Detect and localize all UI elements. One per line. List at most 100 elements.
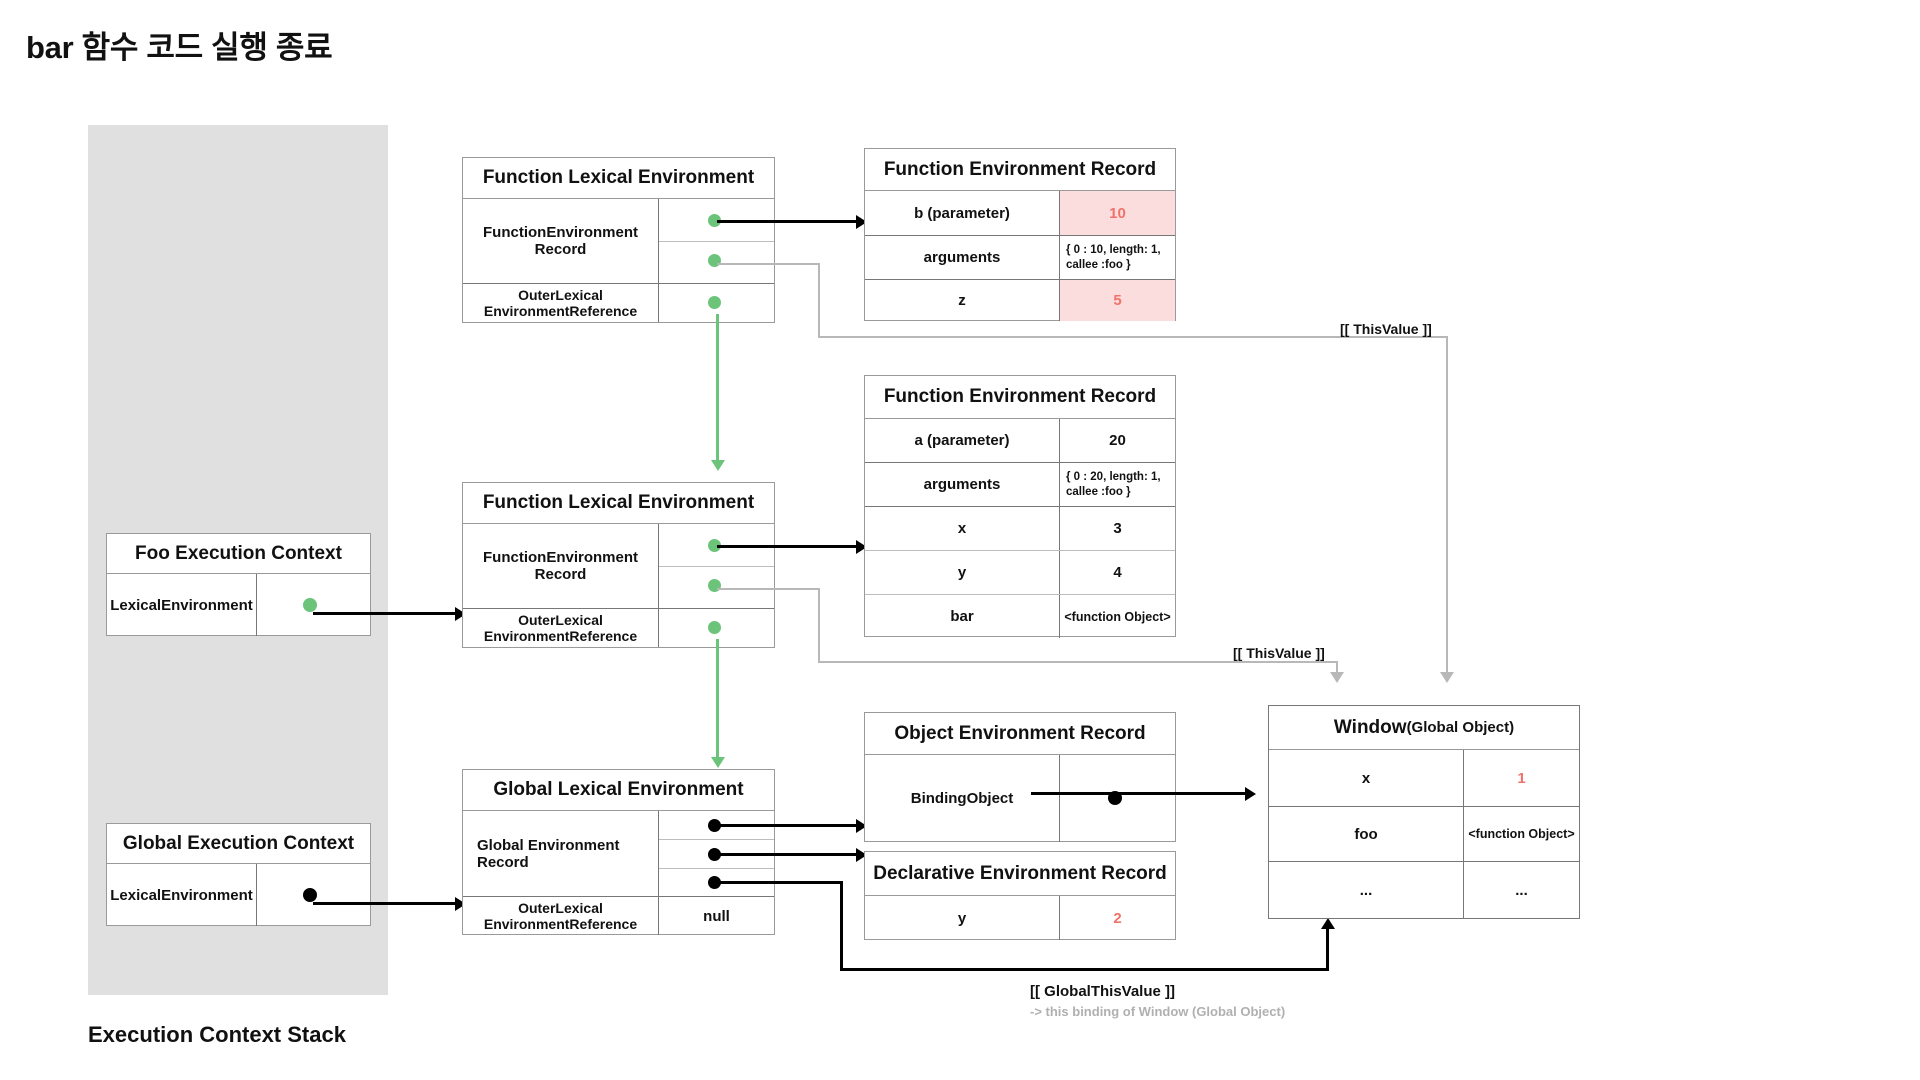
foo-fer-row-value: { 0 : 20, length: 1, callee :foo } [1066,470,1161,498]
foo-fer-row-key: x [865,507,1060,550]
arrowhead-foo-outer-to-global-fle [711,757,725,768]
foo-fer-row-key: y [865,551,1060,594]
object-er-title: Object Environment Record [865,713,1175,755]
bar-function-environment-record-box[interactable]: Function Environment Record b (parameter… [864,148,1176,321]
foo-fer-row-key: arguments [865,463,1060,506]
global-lexical-environment-label: LexicalEnvironment [107,864,257,926]
execution-context-stack-caption: Execution Context Stack [88,1022,346,1047]
foo-fle-outer-label: OuterLexical EnvironmentReference [463,609,659,647]
global-lexical-environment-box[interactable]: Global Lexical Environment Global Enviro… [462,769,775,935]
thisvalue-bar-label: [[ ThisValue ]] [1340,321,1432,337]
globalthisvalue-seg-h2 [840,968,1329,971]
bar-fle-outer-label: OuterLexical EnvironmentReference [463,284,659,322]
foo-fle-outer-pointer-cell[interactable] [659,609,774,647]
thisvalue-bar-seg-v2 [1446,336,1448,678]
connector-bar-outer-to-foo-fle [716,314,719,464]
foo-execution-context-box[interactable]: Foo Execution Context LexicalEnvironment [106,533,371,636]
thisvalue-bar-seg-v1 [818,263,820,338]
arrowhead-bindingobject-to-window [1245,787,1256,801]
bar-fle-outer-pointer-dot [708,296,721,309]
arrowhead-gle-to-declarative-er [856,848,867,862]
globalthisvalue-seg-v1 [840,881,843,971]
declarative-er-row-value: 2 [1113,909,1122,927]
globalthisvalue-sublabel: -> this binding of Window (Global Object… [1030,1004,1286,1019]
global-execution-context-box[interactable]: Global Execution Context LexicalEnvironm… [106,823,371,926]
gle-record-label: Global Environment Record [463,811,659,896]
gle-globalthisvalue-pointer-cell[interactable] [659,869,774,897]
gle-declarative-er-pointer-dot [708,848,721,861]
foo-fer-row-value: 4 [1113,564,1122,581]
foo-fle-record-pointer-cells [659,524,774,608]
declarative-er-title: Declarative Environment Record [865,852,1175,896]
connector-bindingobject-to-window [1031,792,1249,795]
bar-fer-row-value: { 0 : 10, length: 1, callee :foo } [1066,243,1161,271]
thisvalue-foo-label: [[ ThisValue ]] [1233,645,1325,661]
thisvalue-bar-seg-h2 [818,336,1448,338]
connector-foo-ec-to-fle [313,612,459,615]
bar-function-lexical-environment-box[interactable]: Function Lexical Environment FunctionEnv… [462,157,775,323]
global-lexical-environment-pointer-dot [303,888,317,902]
foo-function-environment-record-box[interactable]: Function Environment Record a (parameter… [864,375,1176,638]
declarative-er-row-key: y [865,896,1060,940]
arrowhead-globalthisvalue-to-window [1321,918,1335,929]
thisvalue-foo-seg-v2 [1336,661,1338,678]
window-row-value: ... [1515,882,1528,899]
foo-fer-row-value: 3 [1113,520,1122,537]
thisvalue-bar-seg-h1 [717,263,820,265]
foo-function-lexical-environment-box[interactable]: Function Lexical Environment FunctionEnv… [462,482,775,648]
foo-fer-row-value: 20 [1109,432,1126,449]
foo-fle-thisvalue-pointer-dot [708,579,721,592]
gle-outer-label: OuterLexical EnvironmentReference [463,897,659,935]
window-row-key: ... [1269,862,1464,919]
arrowhead-foo-ec-to-fle [455,607,466,621]
connector-gle-to-object-er [717,824,859,827]
gle-outer-value: null [703,907,730,925]
bar-fle-outer-pointer-cell[interactable] [659,284,774,322]
gle-record-pointer-cells [659,811,774,896]
connector-gle-to-declarative-er [717,853,859,856]
window-global-object-box[interactable]: Window(Global Object) x 1 foo <function … [1268,705,1580,919]
bar-fle-record-pointer-dot [708,214,721,227]
connector-foo-fle-to-fer [717,545,859,548]
bar-fle-title: Function Lexical Environment [463,158,774,199]
arrowhead-global-ec-to-gle [455,897,466,911]
bar-fer-title: Function Environment Record [865,149,1175,191]
window-title-main: Window [1333,716,1407,738]
bar-fer-row-value: 10 [1060,191,1175,235]
bar-fer-row-value: 5 [1060,280,1175,321]
foo-fle-outer-pointer-dot [708,621,721,634]
globalthisvalue-label: [[ GlobalThisValue ]] [1030,983,1176,1000]
arrowhead-foo-fle-to-fer [856,540,867,554]
global-lexical-environment-pointer-cell[interactable] [257,864,370,926]
gle-globalthisvalue-pointer-dot [708,876,721,889]
window-title-sub: (Global Object) [1406,719,1515,736]
foo-lexical-environment-pointer-cell[interactable] [257,574,370,636]
foo-fle-record-pointer-dot [708,539,721,552]
connector-global-ec-to-gle [313,902,459,905]
foo-lexical-environment-label: LexicalEnvironment [107,574,257,636]
foo-fer-title: Function Environment Record [865,376,1175,419]
foo-fer-row-key: bar [865,595,1060,638]
foo-execution-context-title: Foo Execution Context [107,534,370,574]
bar-fle-record-pointer-cell[interactable] [659,199,774,242]
object-er-binding-pointer-cell[interactable] [1060,755,1175,842]
gle-object-er-pointer-dot [708,819,721,832]
declarative-environment-record-box[interactable]: Declarative Environment Record y 2 [864,851,1176,940]
window-row-key: foo [1269,807,1464,861]
bar-fer-row-key: z [865,280,1060,321]
connector-bar-fle-to-fer [717,220,859,223]
globalthisvalue-seg-v2 [1326,927,1329,971]
arrowhead-gle-to-object-er [856,819,867,833]
object-environment-record-box[interactable]: Object Environment Record BindingObject [864,712,1176,842]
thisvalue-foo-seg-h2 [818,661,1338,663]
window-row-value: 1 [1517,769,1526,787]
foo-fer-row-key: a (parameter) [865,419,1060,462]
foo-fle-record-pointer-cell[interactable] [659,524,774,567]
gle-object-er-pointer-cell[interactable] [659,811,774,840]
bar-fle-record-label: FunctionEnvironment Record [463,199,659,283]
foo-fle-record-label: FunctionEnvironment Record [463,524,659,608]
bar-fle-thisvalue-pointer-dot [708,254,721,267]
page-title: bar 함수 코드 실행 종료 [26,30,333,65]
thisvalue-foo-seg-h1 [717,588,820,590]
gle-declarative-er-pointer-cell[interactable] [659,840,774,869]
